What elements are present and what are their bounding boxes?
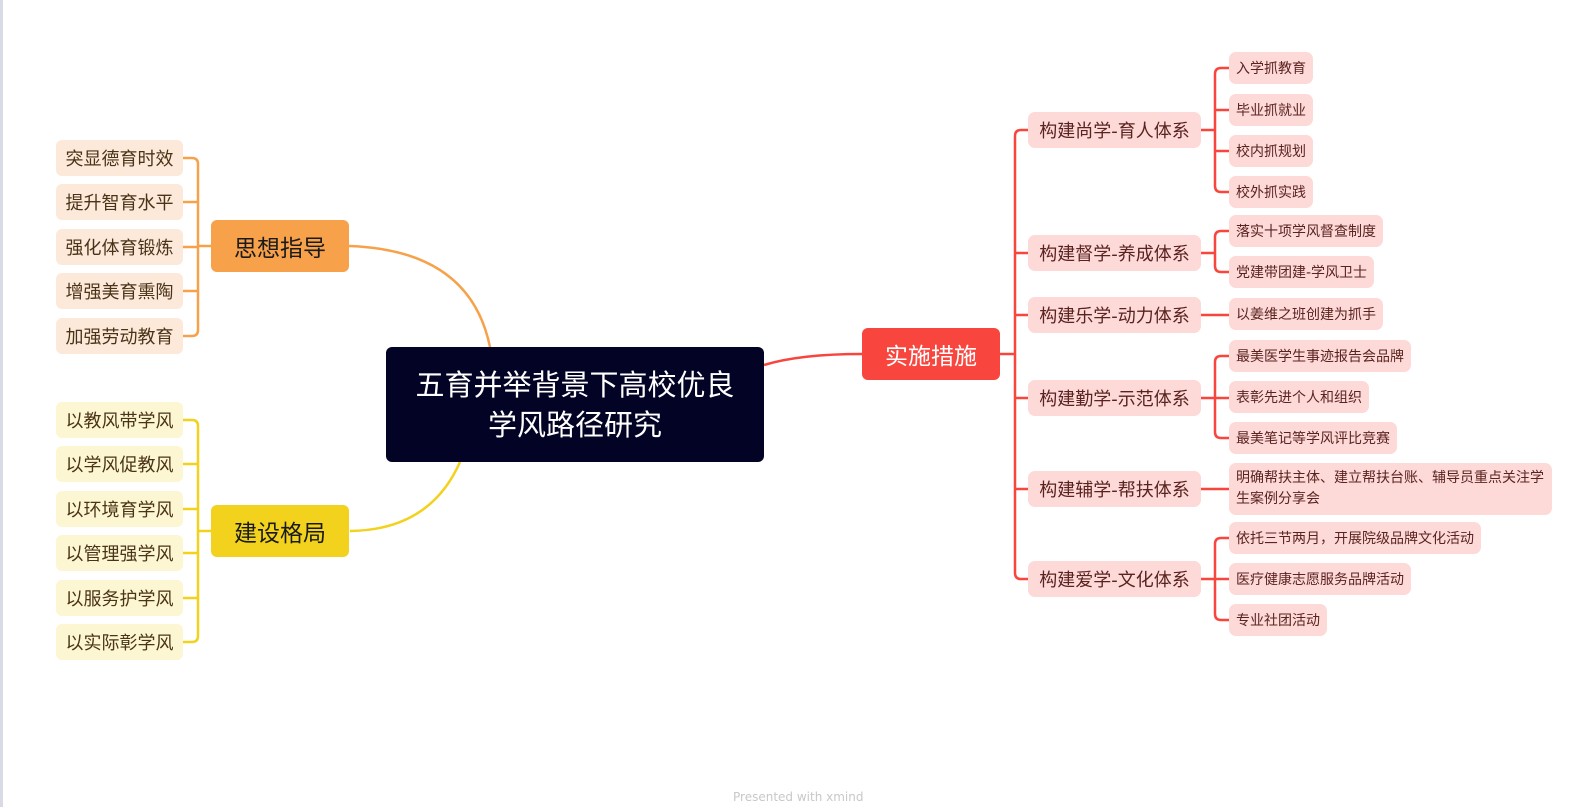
subtopic[interactable]: 构建爱学-文化体系 — [1028, 561, 1201, 597]
detail-topic[interactable]: 毕业抓就业 — [1229, 94, 1313, 126]
subtopic[interactable]: 增强美育熏陶 — [56, 273, 183, 309]
detail-topic[interactable]: 依托三节两月，开展院级品牌文化活动 — [1229, 522, 1481, 554]
subtopic[interactable]: 以环境育学风 — [56, 491, 183, 527]
detail-topic[interactable]: 校外抓实践 — [1229, 176, 1313, 208]
detail-topic[interactable]: 医疗健康志愿服务品牌活动 — [1229, 563, 1411, 595]
detail-topic[interactable]: 以姜维之班创建为抓手 — [1229, 298, 1383, 330]
detail-topic[interactable]: 明确帮扶主体、建立帮扶台账、辅导员重点关注学生案例分享会 — [1229, 463, 1552, 515]
central-topic[interactable]: 五育并举背景下高校优良学风路径研究 — [386, 347, 764, 462]
subtopic[interactable]: 构建督学-养成体系 — [1028, 235, 1201, 271]
subtopic[interactable]: 构建勤学-示范体系 — [1028, 380, 1201, 416]
subtopic[interactable]: 构建辅学-帮扶体系 — [1028, 471, 1201, 507]
detail-topic[interactable]: 最美笔记等学风评比竞赛 — [1229, 422, 1397, 454]
detail-topic[interactable]: 专业社团活动 — [1229, 604, 1327, 636]
footer-watermark: Presented with xmind — [733, 790, 864, 804]
detail-topic[interactable]: 表彰先进个人和组织 — [1229, 381, 1369, 413]
topic-measures[interactable]: 实施措施 — [862, 328, 1000, 380]
subtopic[interactable]: 加强劳动教育 — [56, 318, 183, 354]
subtopic[interactable]: 构建尚学-育人体系 — [1028, 112, 1201, 148]
subtopic[interactable]: 以实际彰学风 — [56, 624, 183, 660]
topic-thought[interactable]: 思想指导 — [211, 220, 349, 272]
central-topic-text: 五育并举背景下高校优良学风路径研究 — [415, 367, 735, 442]
structure-connectors — [183, 418, 462, 644]
subtopic[interactable]: 以学风促教风 — [56, 446, 183, 482]
thought-connectors — [183, 156, 492, 348]
measures-connectors — [763, 66, 1229, 622]
window-edge — [0, 0, 3, 807]
subtopic[interactable]: 强化体育锻炼 — [56, 229, 183, 265]
topic-structure[interactable]: 建设格局 — [211, 505, 349, 557]
detail-topic[interactable]: 入学抓教育 — [1229, 52, 1313, 84]
subtopic[interactable]: 提升智育水平 — [56, 184, 183, 220]
subtopic[interactable]: 以管理强学风 — [56, 535, 183, 571]
detail-topic[interactable]: 最美医学生事迹报告会品牌 — [1229, 340, 1411, 372]
detail-topic[interactable]: 党建带团建-学风卫士 — [1229, 256, 1375, 288]
detail-topic[interactable]: 落实十项学风督查制度 — [1229, 215, 1383, 247]
detail-topic[interactable]: 校内抓规划 — [1229, 135, 1313, 167]
subtopic[interactable]: 构建乐学-动力体系 — [1028, 297, 1201, 333]
subtopic[interactable]: 以教风带学风 — [56, 402, 183, 438]
subtopic[interactable]: 突显德育时效 — [56, 140, 183, 176]
subtopic[interactable]: 以服务护学风 — [56, 580, 183, 616]
